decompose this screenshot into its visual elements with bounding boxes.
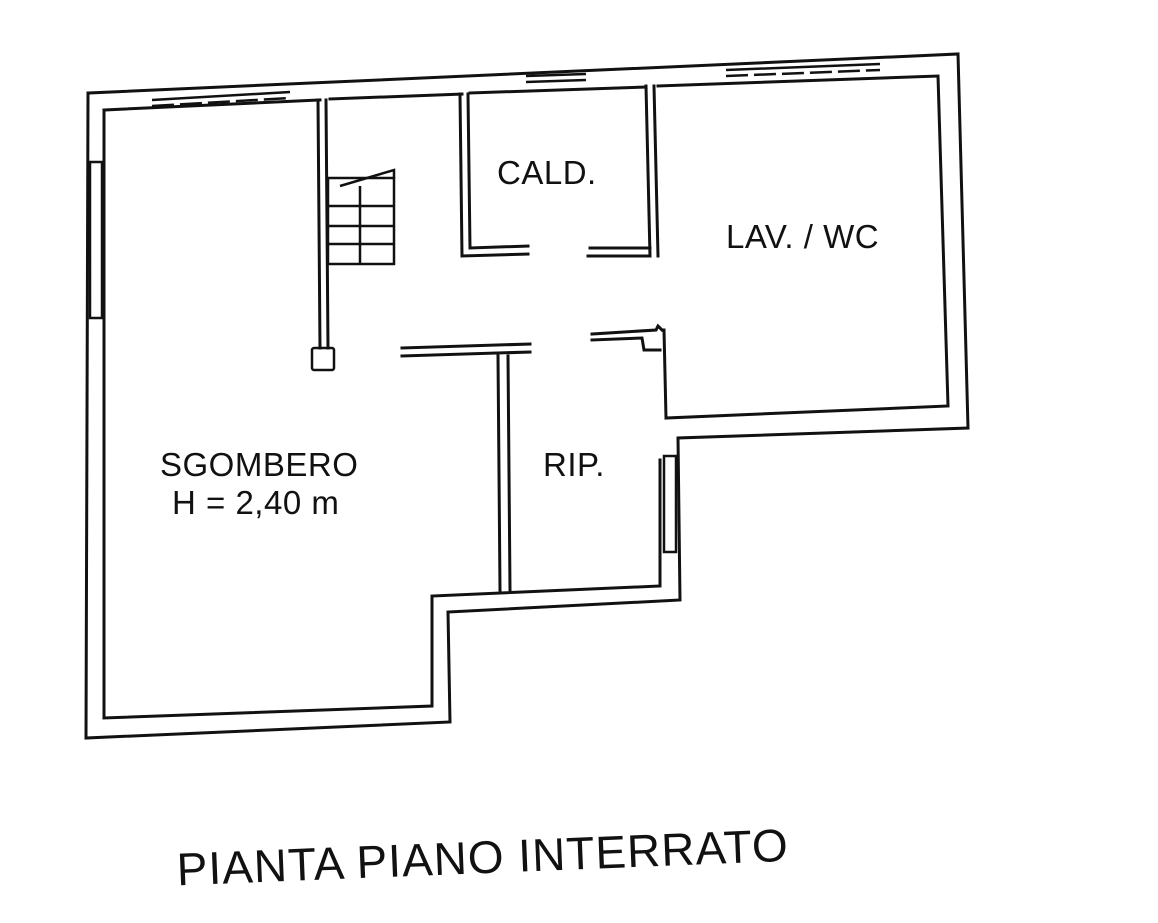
staircase-icon — [326, 168, 396, 266]
room-label-lav-wc: LAV. / WC — [726, 218, 879, 255]
room-label-cald: CALD. — [497, 154, 597, 191]
windows — [88, 62, 881, 554]
plan-title: PIANTA PIANO INTERRATO — [176, 819, 790, 896]
room-label-sgombero: SGOMBERO — [160, 446, 358, 483]
outer-walls — [84, 52, 970, 740]
room-height-label: H = 2,40 m — [172, 484, 339, 521]
interior-walls — [310, 84, 665, 592]
room-label-rip: RIP. — [543, 446, 605, 483]
